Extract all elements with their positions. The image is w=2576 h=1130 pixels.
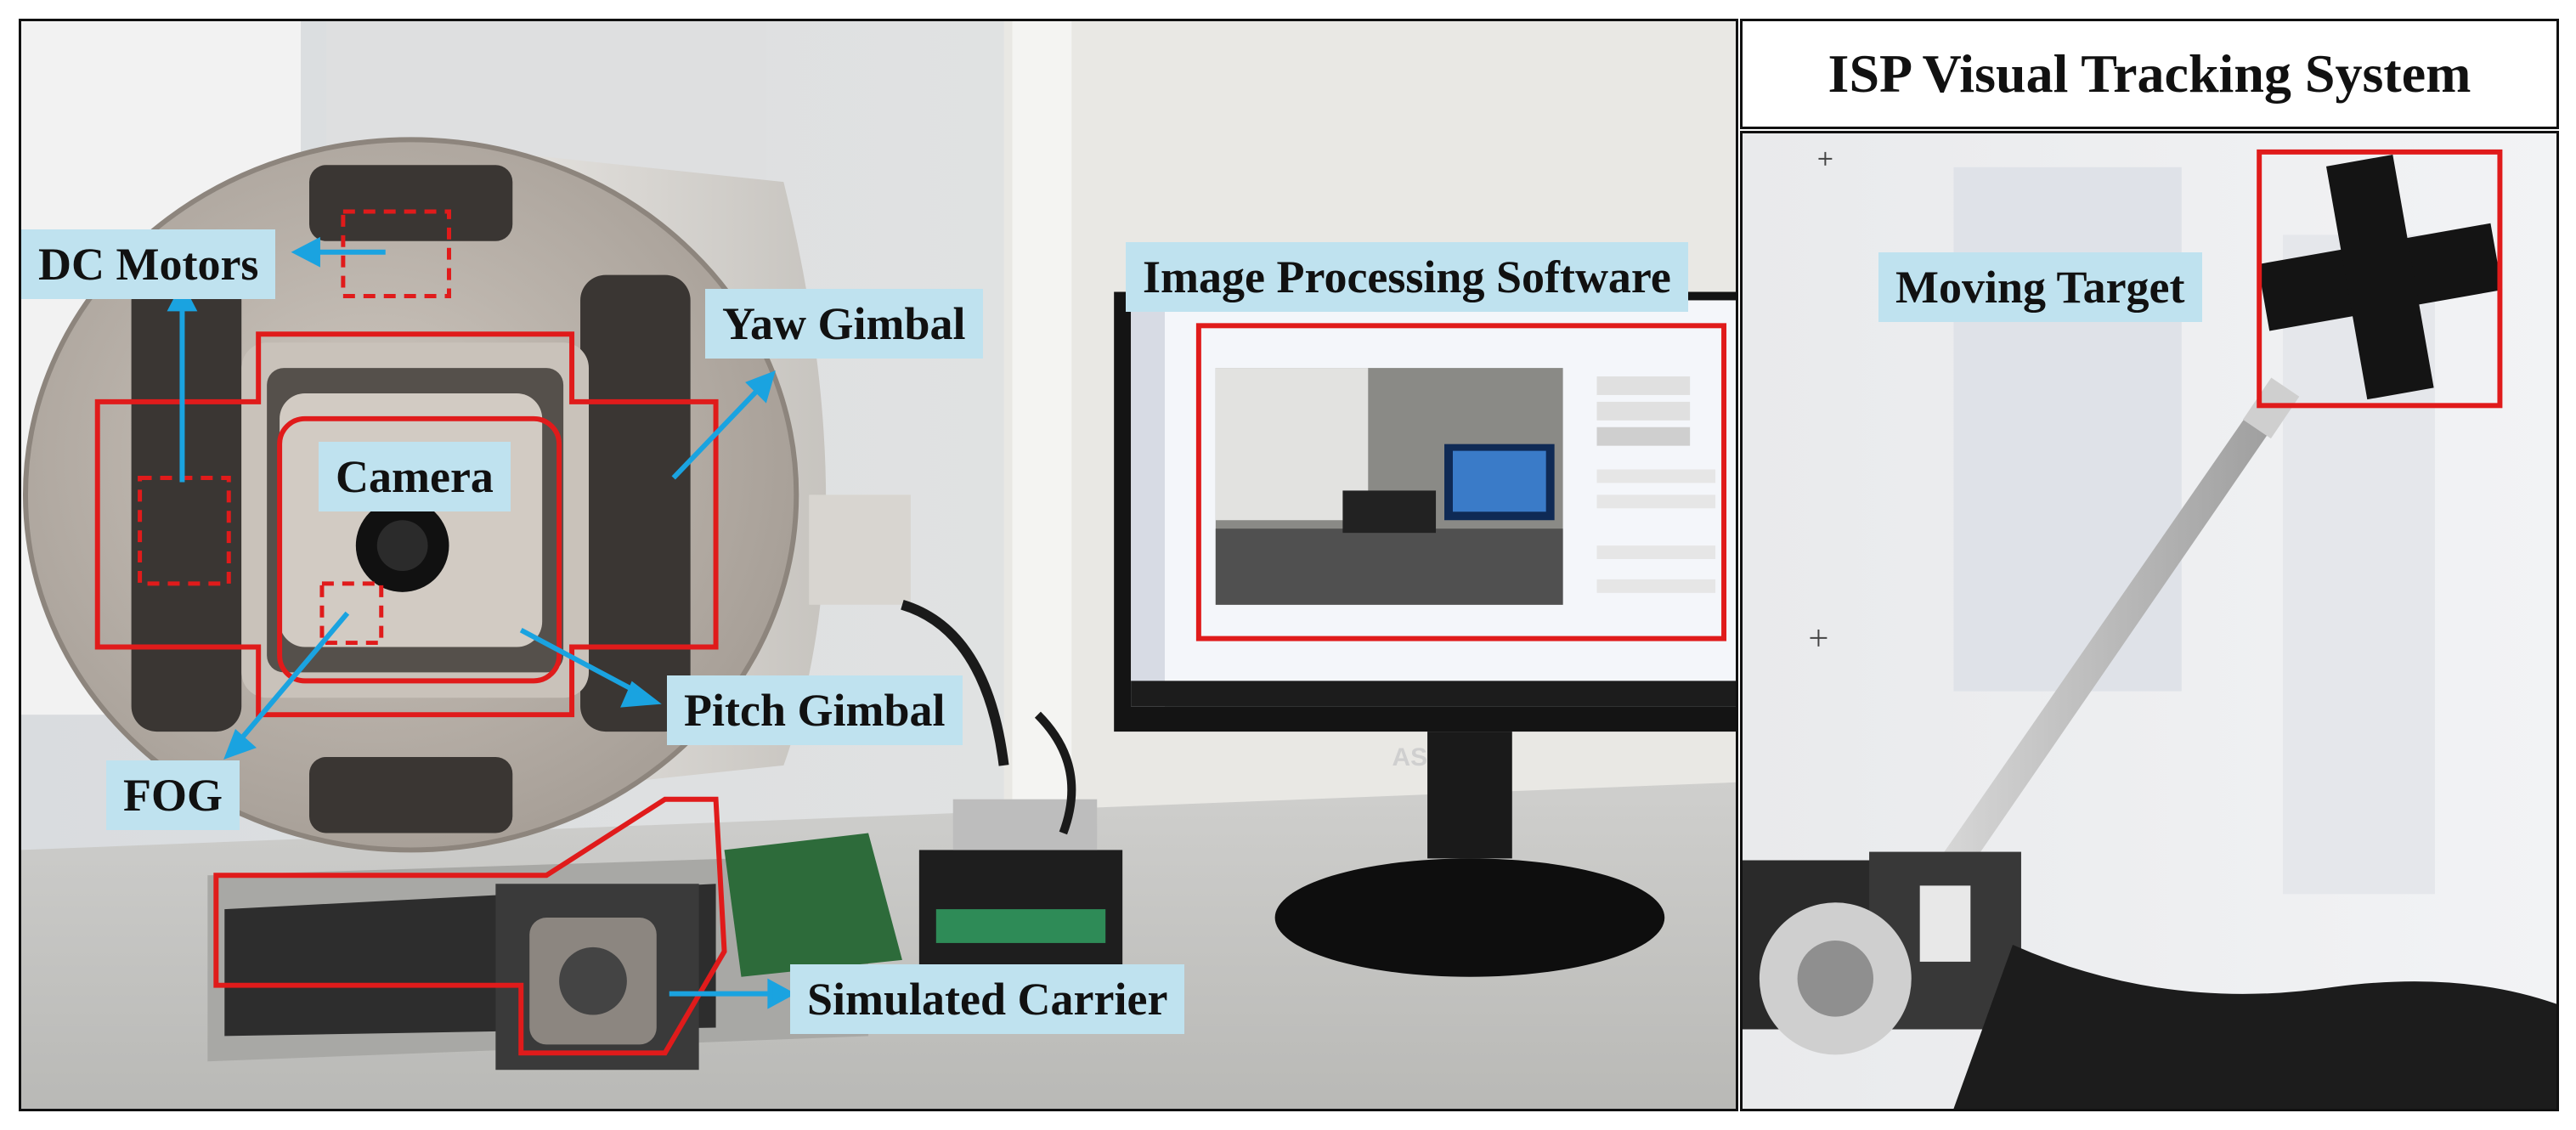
label-dc-motors: DC Motors [21, 229, 276, 299]
label-simulated-carrier: Simulated Carrier [790, 964, 1185, 1034]
label-yaw-gimbal: Yaw Gimbal [705, 289, 983, 359]
figure-title: ISP Visual Tracking System [1740, 19, 2559, 129]
label-camera: Camera [319, 442, 511, 511]
label-pitch-gimbal: Pitch Gimbal [667, 675, 963, 745]
label-moving-target: Moving Target [1878, 252, 2202, 322]
moving-target-photo: Moving Target [1740, 131, 2559, 1111]
label-image-processing-software: Image Processing Software [1126, 242, 1688, 312]
gimbal-rig-scene: ASUS [21, 21, 1736, 1109]
gimbal-rig-photo: ASUS [19, 19, 1738, 1111]
label-fog: FOG [106, 760, 240, 830]
